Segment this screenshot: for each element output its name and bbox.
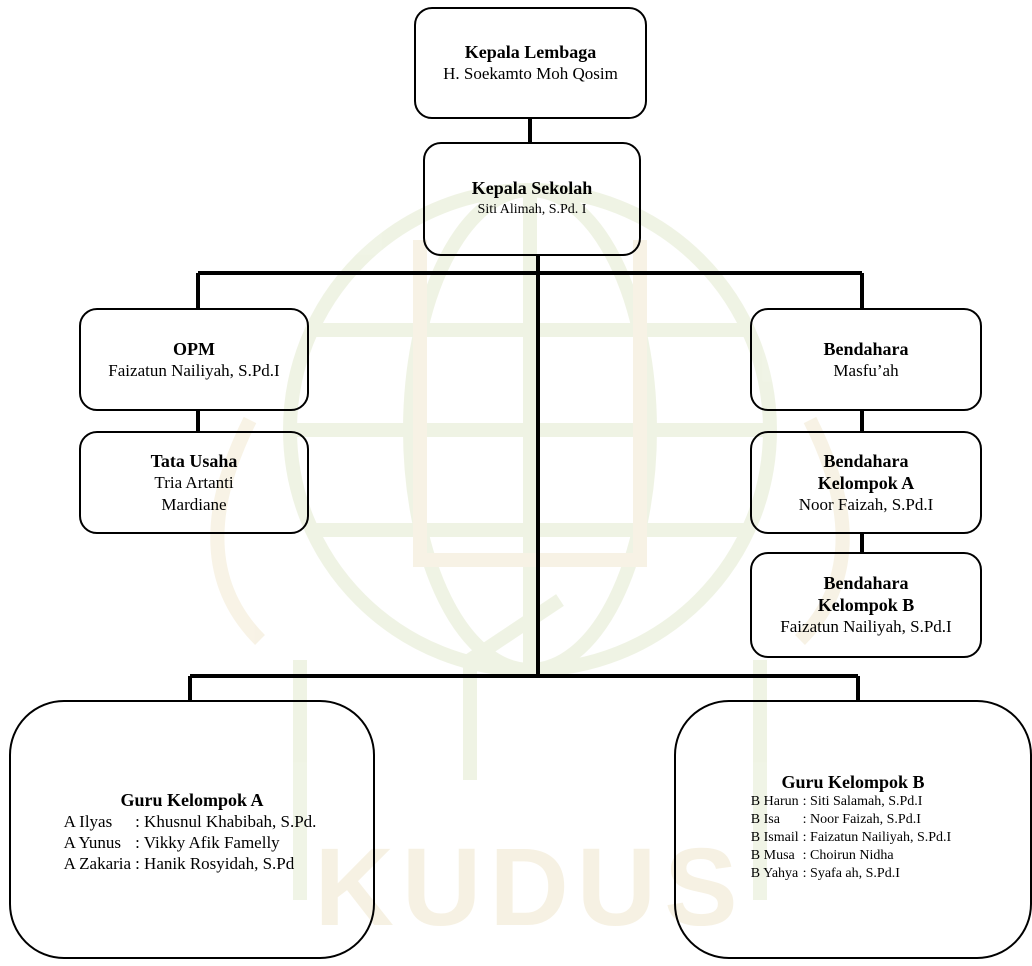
node-bendahara: Bendahara Masfu’ah [750, 308, 982, 411]
roster-name: : Hanik Rosyidah, S.Pd [135, 854, 295, 873]
roster-name: : Syafa ah, S.Pd.I [802, 865, 900, 881]
roster-name: : Faizatun Nailiyah, S.Pd.I [802, 829, 952, 845]
roster-group: A Zakaria [63, 854, 132, 873]
roster-group: A Ilyas [63, 812, 113, 831]
roster-group: B Harun [750, 793, 799, 809]
node-title: Bendahara [823, 573, 909, 593]
node-person: Masfu’ah [833, 360, 899, 380]
roster-row: B Yahya : Syafa ah, S.Pd.I [751, 865, 955, 883]
node-title: Tata Usaha [150, 450, 238, 471]
roster-row: B Harun : Siti Salamah, S.Pd.I [751, 793, 955, 811]
node-kepala-sekolah: Kepala Sekolah Siti Alimah, S.Pd. I [423, 142, 641, 256]
roster-row: B Musa : Choirun Nidha [751, 847, 955, 865]
roster-table: B Harun : Siti Salamah, S.Pd.I B Isa : N… [751, 793, 955, 883]
roster-name: : Vikky Afik Famelly [135, 833, 280, 852]
roster-row: A Zakaria : Hanik Rosyidah, S.Pd [64, 853, 321, 874]
node-title: Kepala Lembaga [464, 42, 597, 62]
node-title: OPM [173, 338, 215, 359]
roster-name: : Choirun Nidha [802, 847, 894, 863]
node-title: Kelompok A [817, 472, 915, 493]
roster-name: : Khusnul Khabibah, S.Pd. [135, 812, 317, 831]
node-title: Bendahara [823, 450, 909, 471]
roster-name: : Siti Salamah, S.Pd.I [802, 793, 923, 809]
node-person: H. Soekamto Moh Qosim [443, 64, 618, 83]
node-person: Faizatun Nailiyah, S.Pd.I [108, 360, 280, 380]
node-guru-kelompok-b: Guru Kelompok B B Harun : Siti Salamah, … [674, 700, 1032, 959]
node-guru-kelompok-a: Guru Kelompok A A Ilyas : Khusnul Khabib… [9, 700, 375, 959]
roster-table: A Ilyas : Khusnul Khabibah, S.Pd. A Yunu… [64, 811, 321, 874]
roster-row: A Yunus : Vikky Afik Famelly [64, 832, 321, 853]
node-person: Faizatun Nailiyah, S.Pd.I [780, 617, 952, 636]
node-title: Bendahara [823, 338, 909, 359]
roster-name: : Noor Faizah, S.Pd.I [802, 811, 921, 827]
guru-b-content: Guru Kelompok B B Harun : Siti Salamah, … [751, 771, 955, 883]
node-tata-usaha: Tata Usaha Tria Artanti Mardiane [79, 431, 309, 534]
roster-group: B Isa [750, 811, 780, 827]
node-bendahara-kelompok-b: Bendahara Kelompok B Faizatun Nailiyah, … [750, 552, 982, 658]
roster-row: B Isa : Noor Faizah, S.Pd.I [751, 811, 955, 829]
node-person: Noor Faizah, S.Pd.I [798, 494, 934, 514]
guru-a-content: Guru Kelompok A A Ilyas : Khusnul Khabib… [64, 789, 321, 874]
node-title: Kepala Sekolah [471, 178, 593, 198]
node-opm: OPM Faizatun Nailiyah, S.Pd.I [79, 308, 309, 411]
node-person: Tria Artanti [154, 472, 234, 492]
roster-row: B Ismail : Faizatun Nailiyah, S.Pd.I [751, 829, 955, 847]
node-kepala-lembaga: Kepala Lembaga H. Soekamto Moh Qosim [414, 7, 647, 119]
node-bendahara-kelompok-a: Bendahara Kelompok A Noor Faizah, S.Pd.I [750, 431, 982, 534]
roster-group: A Yunus [63, 833, 122, 852]
roster-group: B Yahya [750, 865, 799, 881]
roster-row: A Ilyas : Khusnul Khabibah, S.Pd. [64, 811, 321, 832]
node-person: Mardiane [161, 494, 227, 514]
watermark-text: KUDUS [314, 826, 745, 949]
node-title: Guru Kelompok A [120, 790, 264, 810]
node-title: Kelompok B [817, 595, 915, 615]
roster-group: B Ismail [750, 829, 799, 845]
roster-group: B Musa [750, 847, 795, 863]
node-person: Siti Alimah, S.Pd. I [477, 202, 587, 217]
node-title: Guru Kelompok B [781, 771, 925, 792]
